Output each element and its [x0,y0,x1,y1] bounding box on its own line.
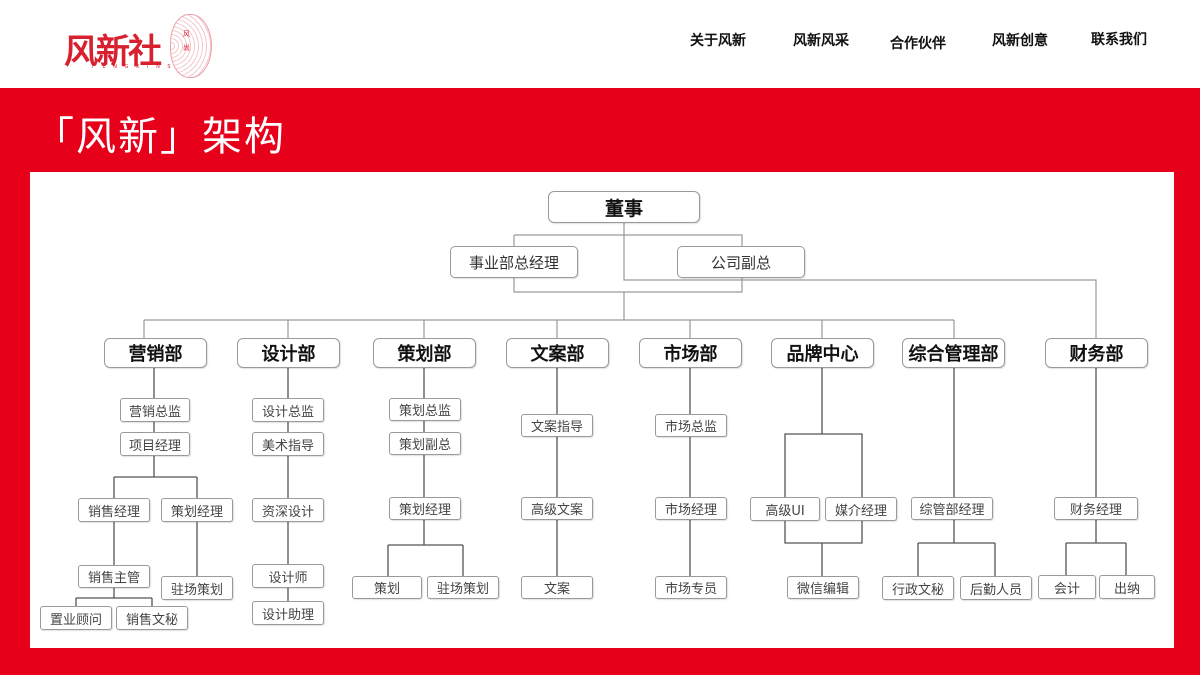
org-node-role: 设计总监 [252,398,324,422]
org-node-role: 高级文案 [521,497,593,520]
org-node-department: 文案部 [506,338,609,368]
nav-creative[interactable]: 风新创意 [992,33,1048,49]
org-node-role: 营销总监 [120,398,190,422]
org-node-role: 市场总监 [655,414,727,437]
org-node-role: 文案 [521,576,593,599]
org-node-department: 品牌中心 [771,338,874,368]
org-node-department: 策划部 [373,338,476,368]
nav-contact[interactable]: 联系我们 [1091,32,1147,48]
nav-showcase[interactable]: 风新风采 [793,33,849,49]
org-node-role: 财务经理 [1054,497,1138,520]
org-node-role: 微信编辑 [787,576,859,599]
page-title: 「风新」架构 [34,114,286,160]
org-node-role: 设计助理 [252,601,324,625]
logo-text: 风新社 [64,32,162,72]
org-node-role: 置业顾问 [40,606,112,630]
org-node-role: 销售主管 [78,565,150,588]
org-node-role: 后勤人员 [960,576,1032,600]
logo-seal-char: 风 [183,30,190,38]
org-node-role: 高级UI [750,497,820,521]
org-node-role: 驻场策划 [427,576,499,599]
org-node-role: 设计师 [252,564,324,588]
org-node-role: 策划 [352,576,422,599]
org-node-root: 董事 [548,191,700,223]
logo[interactable]: 风新社 F E N G X I N S H E 风 尚 [62,14,212,78]
org-node-role: 媒介经理 [825,497,897,521]
org-node-role: 文案指导 [521,414,593,437]
org-node-department: 财务部 [1045,338,1148,368]
org-node-role: 资深设计 [252,498,324,522]
org-node-department: 设计部 [237,338,340,368]
org-node-role: 策划经理 [389,497,461,520]
org-node-role: 会计 [1038,575,1096,599]
org-node-role: 市场经理 [655,497,727,520]
org-node-executive: 公司副总 [677,246,805,278]
top-bar: 风新社 F E N G X I N S H E 风 尚 关于风新 风新风采 合作… [0,0,1200,88]
org-node-role: 项目经理 [120,432,190,456]
main-nav: 关于风新 风新风采 合作伙伴 风新创意 联系我们 [0,30,1200,54]
org-node-role: 市场专员 [655,576,727,599]
org-node-role: 策划经理 [161,498,233,522]
org-node-role: 出纳 [1099,575,1155,599]
org-node-executive: 事业部总经理 [450,246,578,278]
org-node-role: 驻场策划 [161,576,233,600]
nav-about[interactable]: 关于风新 [690,33,746,49]
org-node-department: 营销部 [104,338,207,368]
org-node-role: 策划总监 [389,398,461,421]
org-node-role: 销售经理 [78,498,150,522]
org-node-role: 策划副总 [389,432,461,455]
logo-seal-icon: 风 尚 [170,14,212,78]
logo-seal-char: 尚 [183,44,190,52]
org-node-role: 美术指导 [252,432,324,456]
nav-partners[interactable]: 合作伙伴 [890,36,946,52]
org-node-department: 综合管理部 [902,338,1005,368]
logo-subtext: F E N G X I N S H E [92,64,196,70]
org-node-role: 行政文秘 [882,576,954,600]
org-node-department: 市场部 [639,338,742,368]
org-node-role: 综管部经理 [911,497,993,520]
org-node-role: 销售文秘 [116,606,188,630]
